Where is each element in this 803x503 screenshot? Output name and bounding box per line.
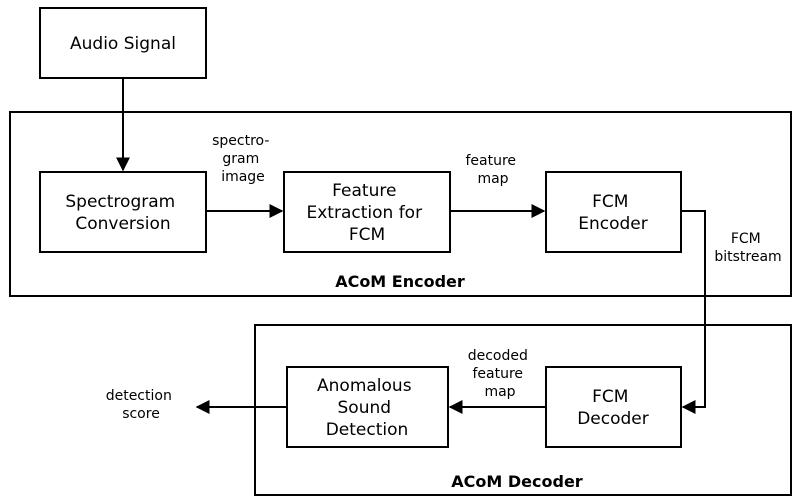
fcm-decoder-node: FCM Decoder (545, 366, 682, 448)
feature-extraction-label: Feature Extraction for FCM (307, 181, 428, 245)
acom-encoder-group (9, 111, 792, 297)
acom-decoder-group (254, 324, 792, 496)
fcm-bitstream-arrow (681, 210, 706, 414)
spectrogram-conversion-label: Spectrogram Conversion (65, 192, 180, 234)
spectrogram-image-label: spectro- gram image (212, 133, 274, 185)
audio-signal-node: Audio Signal (39, 7, 207, 79)
fcm-decoder-label: FCM Decoder (577, 387, 649, 429)
acom-encoder-title: ACoM Encoder (335, 272, 465, 291)
anomalous-sound-detection-label: Anomalous Sound Detection (317, 376, 417, 440)
fcm-bitstream-label: FCM bitstream (714, 231, 781, 265)
fcm-encoder-label: FCM Encoder (578, 192, 648, 234)
fcm-encoder-node: FCM Encoder (545, 171, 682, 253)
anomalous-sound-detection-node: Anomalous Sound Detection (286, 366, 449, 448)
acom-decoder-title: ACoM Decoder (451, 472, 583, 491)
spectrogram-conversion-node: Spectrogram Conversion (39, 171, 207, 253)
feature-extraction-node: Feature Extraction for FCM (283, 171, 451, 253)
detection-score-label: detection score (106, 388, 177, 422)
decoded-feature-map-label: decoded feature map (468, 348, 533, 400)
audio-signal-label: Audio Signal (70, 34, 176, 54)
feature-map-label: feature map (466, 153, 521, 187)
